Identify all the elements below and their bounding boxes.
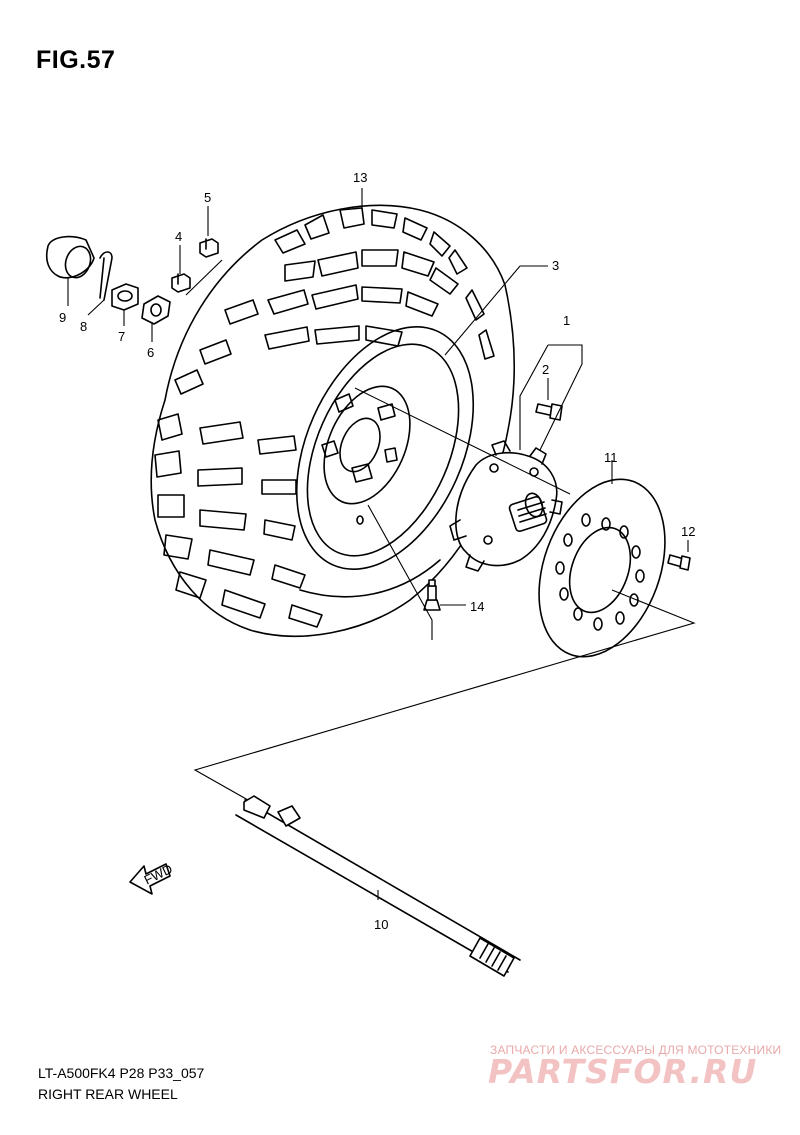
callout-10: 10 — [374, 917, 388, 932]
watermark-tagline: ЗАПЧАСТИ И АКСЕССУАРЫ ДЛЯ МОТОТЕХНИКИ — [490, 1043, 782, 1057]
callout-12: 12 — [681, 524, 695, 539]
callout-11: 11 — [604, 450, 618, 465]
callout-7: 7 — [118, 329, 125, 344]
watermark-logo: PARTSFOR.RU — [488, 1052, 758, 1091]
hub-bolt-drawing — [535, 403, 563, 421]
hub-assembly-drawing — [449, 440, 563, 572]
tire-drawing — [150, 204, 515, 638]
wheel-nut-4-drawing — [171, 273, 191, 293]
valve-drawing — [423, 579, 441, 611]
callout-1: 1 — [563, 313, 570, 328]
callout-3: 3 — [552, 258, 559, 273]
forward-arrow-label: FWD — [142, 861, 175, 887]
leader-lines — [67, 188, 696, 900]
wheel-rim-drawing — [295, 326, 475, 570]
castle-nut-drawing — [111, 283, 139, 311]
wheel-nut-5-drawing — [199, 238, 219, 258]
callout-14: 14 — [470, 599, 484, 614]
figure-title: FIG.57 — [36, 46, 116, 74]
callout-5: 5 — [204, 190, 211, 205]
model-code: LT-A500FK4 P28 P33_057 — [38, 1065, 205, 1081]
axle-shaft-drawing — [235, 795, 521, 977]
hub-cap-drawing — [45, 235, 95, 279]
callout-8: 8 — [80, 319, 87, 334]
cotter-pin-drawing — [99, 251, 113, 301]
callout-4: 4 — [175, 229, 182, 244]
forward-arrow-icon: FWD — [129, 861, 175, 895]
disc-bolt-drawing — [667, 554, 691, 571]
callout-6: 6 — [147, 345, 154, 360]
washer-drawing — [141, 295, 171, 325]
callout-9: 9 — [59, 310, 66, 325]
callout-2: 2 — [542, 362, 549, 377]
brake-disc-drawing — [538, 478, 666, 658]
callout-13: 13 — [353, 170, 367, 185]
sheet-title: RIGHT REAR WHEEL — [38, 1086, 178, 1102]
